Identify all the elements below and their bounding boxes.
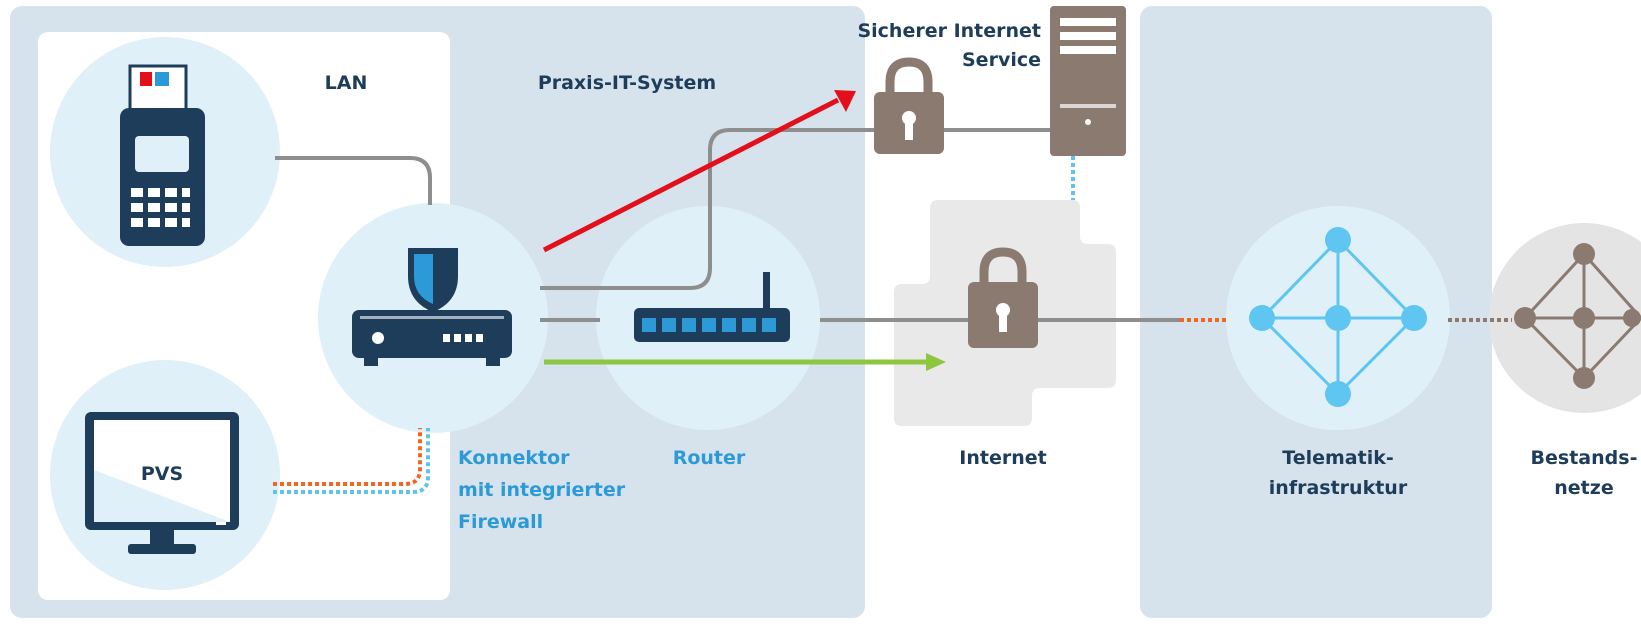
pvs-label: PVS	[141, 463, 183, 485]
internet-padlock-icon	[968, 247, 1038, 348]
connector-label-line3: Firewall	[458, 511, 543, 533]
secure-service-label-line1: Sicherer Internet	[857, 20, 1041, 42]
pc-connector-orange-dotted	[273, 428, 422, 486]
bestand-label-line2: netze	[1554, 477, 1613, 499]
connector-label-line1: Konnektor	[458, 447, 570, 469]
connector-label-line2: mit integrierter	[458, 479, 626, 501]
connector-device-icon	[352, 310, 512, 366]
connector-secure-service-line	[540, 128, 1055, 290]
pc-connector-blue-dotted	[273, 428, 430, 494]
green-arrow-head	[926, 353, 946, 371]
internet-label: Internet	[959, 447, 1046, 469]
ti-label-line2: infrastruktur	[1269, 477, 1408, 499]
monitor-icon	[85, 412, 239, 554]
ti-label-line1: Telematik-	[1282, 447, 1393, 469]
red-arrow-line	[542, 97, 840, 253]
shield-icon	[408, 248, 458, 312]
router-icon	[634, 272, 790, 342]
terminal-connector-line	[275, 156, 432, 205]
red-arrow-head	[834, 90, 856, 112]
server-icon	[1050, 6, 1126, 156]
praxis-label: Praxis-IT-System	[538, 72, 716, 94]
secure-service-padlock-icon	[874, 57, 944, 154]
card-terminal-icon	[120, 64, 205, 246]
bestand-label-line1: Bestands-	[1531, 447, 1638, 469]
bestand-network-nodes	[1514, 243, 1641, 389]
ti-network-nodes	[1249, 227, 1427, 407]
secure-service-label-line2: Service	[962, 49, 1041, 71]
lan-label: LAN	[325, 72, 368, 94]
router-label: Router	[673, 447, 746, 469]
